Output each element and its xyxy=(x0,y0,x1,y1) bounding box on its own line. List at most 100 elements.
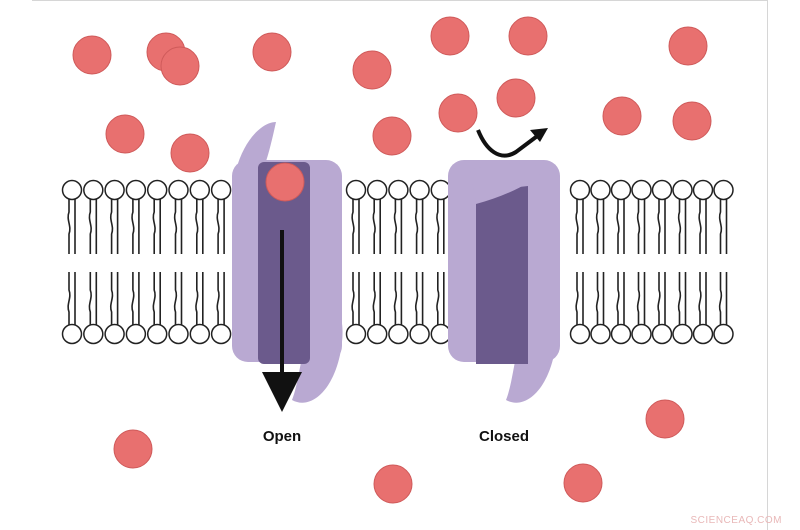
lipid-bilayer-right xyxy=(569,179,734,345)
lipid-head xyxy=(125,323,147,345)
phospholipid xyxy=(692,179,714,345)
ion-circle xyxy=(372,116,412,156)
phospholipid xyxy=(590,179,611,345)
lipid-tail xyxy=(616,272,620,325)
lipid-tail xyxy=(414,199,419,254)
ion-circle xyxy=(496,78,536,118)
lipid-head xyxy=(409,179,430,201)
lipid-head xyxy=(125,179,147,201)
lipid-tail xyxy=(595,272,600,325)
lipid-head xyxy=(569,323,591,345)
ions xyxy=(72,16,712,504)
lipid-head xyxy=(713,179,734,201)
lipid-head xyxy=(610,323,632,345)
lipid-tail xyxy=(173,272,178,325)
phospholipid xyxy=(651,179,673,345)
phospholipid xyxy=(125,179,147,345)
lipid-tail xyxy=(718,199,723,254)
lipid-tail xyxy=(636,199,641,254)
lipid-tail xyxy=(195,272,199,325)
open-channel-gate-top xyxy=(236,122,276,172)
lipid-tail xyxy=(677,272,682,325)
figure-frame xyxy=(32,0,768,530)
lipid-head xyxy=(631,179,652,201)
lipid-tail xyxy=(152,199,156,254)
lipid-tail xyxy=(173,199,178,254)
lipid-head xyxy=(189,179,211,201)
ion-circle xyxy=(252,32,292,72)
lipid-tail xyxy=(131,272,135,325)
lipid-head xyxy=(146,323,168,345)
lipid-tail xyxy=(109,199,114,254)
lipid-tail xyxy=(718,272,723,325)
closed-channel xyxy=(448,160,560,403)
lipid-head xyxy=(189,323,211,345)
lipid-head xyxy=(590,179,611,201)
lipid-tail xyxy=(698,272,702,325)
lipid-head xyxy=(83,323,104,345)
lipid-tail xyxy=(67,199,71,254)
lipid-tail xyxy=(195,199,199,254)
lipid-head xyxy=(672,323,693,345)
ion-circle xyxy=(113,429,153,469)
lipid-tail xyxy=(131,199,135,254)
ion-circle xyxy=(602,96,642,136)
lipid-head xyxy=(430,323,452,345)
lipid-tail xyxy=(657,199,661,254)
ion-circle xyxy=(265,162,305,202)
lipid-tail xyxy=(393,199,398,254)
ion-circle xyxy=(438,93,478,133)
lipid-head xyxy=(713,323,734,345)
phospholipid xyxy=(610,179,632,345)
phospholipid xyxy=(168,179,189,345)
lipid-head xyxy=(692,323,714,345)
lipid-head xyxy=(168,179,189,201)
lipid-tail xyxy=(372,272,376,325)
phospholipid xyxy=(366,179,388,345)
ion-circle xyxy=(508,16,548,56)
lipid-head xyxy=(569,179,591,201)
lipid-head xyxy=(672,179,693,201)
phospholipid xyxy=(430,179,452,345)
phospholipid xyxy=(672,179,693,345)
lipid-head xyxy=(651,323,673,345)
phospholipid xyxy=(210,179,232,345)
lipid-head xyxy=(61,179,83,201)
lipid-head xyxy=(631,323,652,345)
lipid-tail xyxy=(216,199,220,254)
lipid-head xyxy=(104,323,125,345)
lipid-head xyxy=(104,179,125,201)
lipid-tail xyxy=(109,272,114,325)
lipid-head xyxy=(210,179,232,201)
lipid-head xyxy=(692,179,714,201)
ion-circle xyxy=(430,16,470,56)
lipid-tail xyxy=(436,272,440,325)
ion-circle xyxy=(160,46,200,86)
lipid-head xyxy=(388,323,409,345)
open-label: Open xyxy=(262,428,302,445)
ion-circle xyxy=(352,50,392,90)
phospholipid xyxy=(146,179,168,345)
lipid-tail xyxy=(351,199,355,254)
lipid-tail xyxy=(657,272,661,325)
lipid-tail xyxy=(88,272,92,325)
lipid-head xyxy=(366,179,388,201)
closed-label: Closed xyxy=(478,428,529,445)
lipid-tail xyxy=(67,272,71,325)
open-channel xyxy=(232,122,343,403)
lipid-head xyxy=(409,323,430,345)
lipid-tail xyxy=(152,272,156,325)
lipid-tail xyxy=(616,199,620,254)
ion-circle xyxy=(105,114,145,154)
lipid-tail xyxy=(351,272,355,325)
phospholipid xyxy=(345,179,367,345)
curved-arrow-head xyxy=(530,128,548,142)
curved-arrow-icon xyxy=(476,129,542,158)
lipid-head xyxy=(168,323,189,345)
closed-channel-pore xyxy=(476,186,528,364)
lipid-head xyxy=(83,179,104,201)
lipid-head xyxy=(610,179,632,201)
lipid-tail xyxy=(595,199,600,254)
watermark: SCIENCEAQ.COM xyxy=(690,515,782,526)
lipid-tail xyxy=(677,199,682,254)
